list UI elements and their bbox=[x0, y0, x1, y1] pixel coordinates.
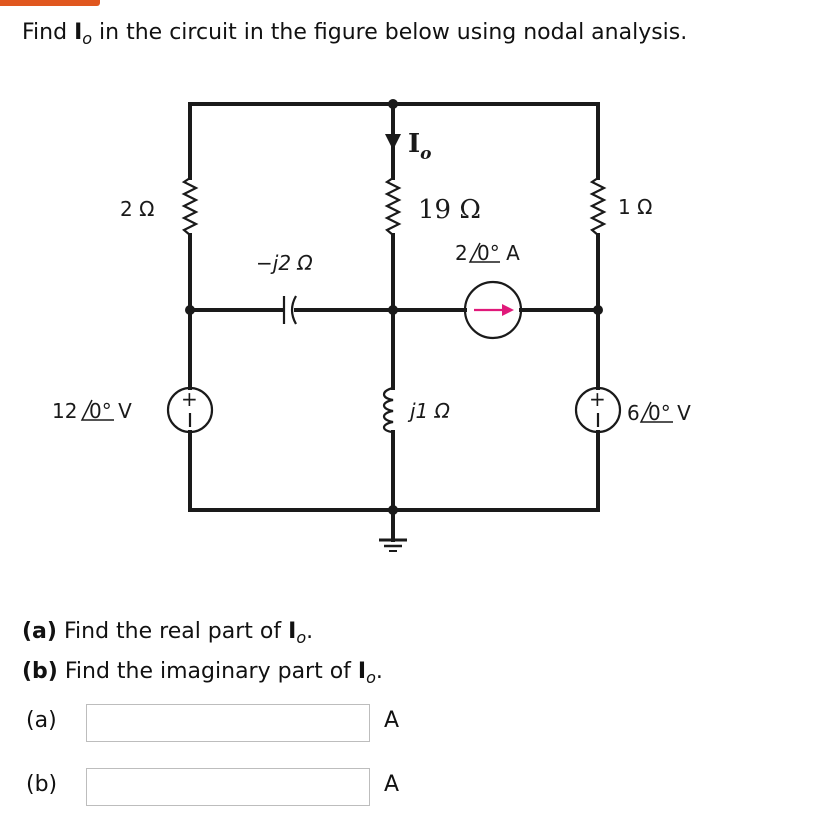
current-source-angle: 0° A bbox=[477, 241, 520, 265]
junction-right bbox=[593, 305, 603, 315]
answer-unit-a: A bbox=[384, 708, 400, 733]
inductor-icon bbox=[382, 386, 394, 434]
angle-symbol-icon bbox=[468, 242, 500, 263]
current-label: Io bbox=[408, 129, 432, 164]
voltage-source-right-plus: + bbox=[589, 387, 606, 411]
capacitor-icon bbox=[282, 295, 297, 325]
resistor-center-label: 19 Ω bbox=[418, 195, 481, 225]
answer-input-a[interactable] bbox=[86, 704, 370, 742]
voltage-source-left-label: 12 0° V bbox=[52, 399, 132, 423]
resistor-right-icon bbox=[589, 177, 607, 236]
current-source-magnitude: 2 bbox=[455, 241, 468, 265]
section-header-strip bbox=[0, 0, 100, 6]
question-b: (b) Find the imaginary part of Io. bbox=[22, 659, 383, 687]
voltage-source-left-icon bbox=[166, 386, 214, 434]
junction-bottom bbox=[388, 505, 398, 515]
voltage-source-left-magnitude: 12 bbox=[52, 399, 77, 423]
answer-unit-b: A bbox=[384, 772, 400, 797]
junction-top bbox=[388, 99, 398, 109]
junction-dots bbox=[185, 99, 603, 515]
circuit-diagram: Io 2 Ω 19 Ω 1 Ω −j2 Ω 2 0° A j1 Ω + 12 0… bbox=[52, 99, 691, 552]
angle-symbol-icon bbox=[639, 401, 673, 423]
capacitor-label: −j2 Ω bbox=[256, 251, 313, 275]
answer-input-b[interactable] bbox=[86, 768, 370, 806]
circuit-wires bbox=[188, 102, 600, 542]
current-source-label: 2 0° A bbox=[455, 241, 520, 265]
answer-tag-b: (b) bbox=[26, 772, 58, 797]
voltage-source-right-icon bbox=[574, 386, 622, 434]
prompt-text-start: Find bbox=[22, 20, 75, 45]
resistor-left-label: 2 Ω bbox=[120, 197, 154, 221]
voltage-source-left-angle: 0° V bbox=[89, 399, 132, 423]
question-list: (a) Find the real part of Io. (b) Find t… bbox=[22, 615, 383, 695]
prompt-variable-subscript: o bbox=[82, 29, 93, 48]
junction-left bbox=[185, 305, 195, 315]
current-direction-arrow-icon bbox=[385, 134, 401, 150]
prompt-text-end: in the circuit in the figure below using… bbox=[92, 20, 688, 45]
answer-tag-a: (a) bbox=[26, 708, 57, 733]
inductor-label: j1 Ω bbox=[407, 399, 451, 423]
current-source-arrow-icon bbox=[502, 304, 514, 316]
junction-center bbox=[388, 305, 398, 315]
voltage-source-right-magnitude: 6 bbox=[627, 401, 640, 425]
problem-statement: Find Io in the circuit in the figure bel… bbox=[22, 18, 687, 54]
ground-icon bbox=[379, 538, 407, 552]
angle-symbol-icon bbox=[80, 399, 114, 421]
current-source-icon bbox=[463, 280, 523, 340]
voltage-source-right-label: 6 0° V bbox=[627, 401, 691, 425]
voltage-source-right-angle: 0° V bbox=[648, 401, 691, 425]
voltage-source-left-plus: + bbox=[181, 387, 198, 411]
resistor-right-label: 1 Ω bbox=[618, 195, 652, 219]
question-a: (a) Find the real part of Io. bbox=[22, 619, 314, 647]
resistor-left-icon bbox=[181, 177, 199, 236]
prompt-variable: I bbox=[74, 20, 83, 45]
resistor-center-icon bbox=[384, 177, 402, 236]
